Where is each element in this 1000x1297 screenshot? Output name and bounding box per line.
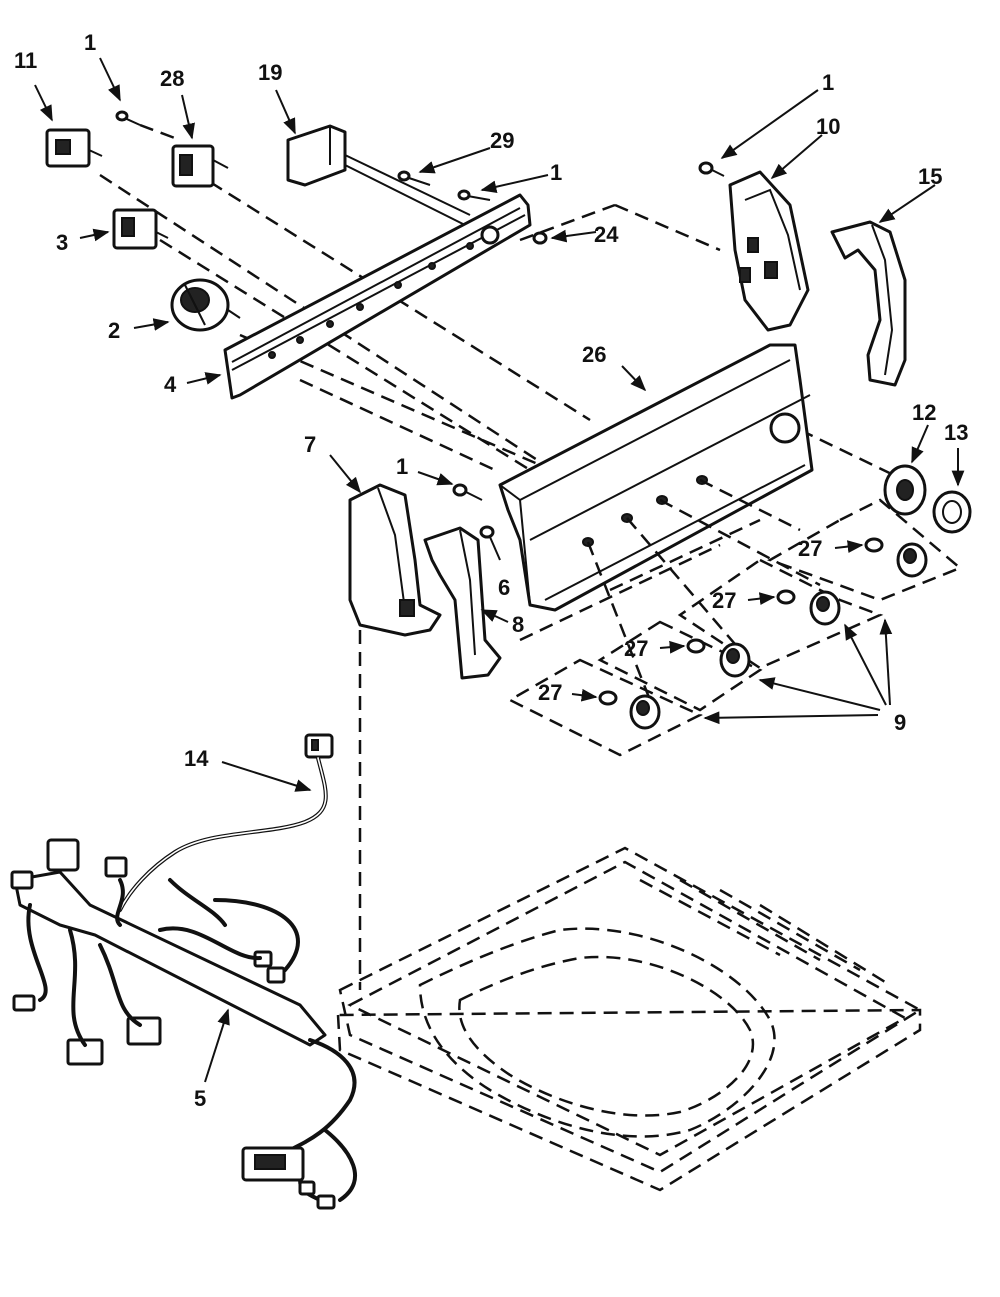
part-24-screw: 24 <box>532 222 619 247</box>
callout-15: 15 <box>918 164 942 189</box>
callout-6: 6 <box>498 575 510 600</box>
callout-12: 12 <box>912 400 936 425</box>
part-9-knob-2 <box>809 590 841 626</box>
callout-26: 26 <box>582 342 606 367</box>
callout-7: 7 <box>304 432 316 457</box>
part-5-wire-harness: 5 <box>10 838 358 1210</box>
part-13-knob-cap: 13 <box>932 420 972 534</box>
callout-4: 4 <box>164 372 177 397</box>
callout-10: 10 <box>816 114 840 139</box>
part-27-spring-3: 27 <box>624 636 706 661</box>
callout-8: 8 <box>512 612 524 637</box>
callout-28: 28 <box>160 66 184 91</box>
part-12-knob-base: 12 <box>883 400 936 516</box>
part-29-screw: 29 <box>397 128 514 186</box>
part-1-screw-a: 1 <box>84 30 181 142</box>
callout-2: 2 <box>108 318 120 343</box>
part-1-screw-c: 1 <box>698 70 834 177</box>
callout-3: 3 <box>56 230 68 255</box>
callout-11: 11 <box>14 48 37 73</box>
callout-24: 24 <box>594 222 619 247</box>
part-1-screw-d: 1 <box>396 454 483 501</box>
washer-top-dashed <box>336 846 923 1192</box>
callout-27-a: 27 <box>798 536 822 561</box>
part-3-switch: 3 <box>56 208 169 255</box>
callout-9: 9 <box>894 710 906 735</box>
callout-1-b: 1 <box>550 160 562 185</box>
part-27-spring-2: 27 <box>712 588 796 613</box>
callout-29: 29 <box>490 128 514 153</box>
callout-27-b: 27 <box>712 588 736 613</box>
callout-27-d: 27 <box>538 680 562 705</box>
callout-5: 5 <box>194 1086 206 1111</box>
callout-27-c: 27 <box>624 636 648 661</box>
part-19-timer: 19 <box>258 60 471 226</box>
callout-14: 14 <box>184 746 209 771</box>
part-8-endcap: 8 <box>423 526 524 680</box>
part-11-switch: 11 <box>14 48 103 168</box>
part-9-knob-3 <box>719 642 751 678</box>
part-1-screw-b: 1 <box>457 160 562 201</box>
callout-1-a: 1 <box>84 30 96 55</box>
part-4-panel-bracket: 4 <box>164 193 532 400</box>
part-14-power-cord: 14 <box>118 733 334 912</box>
callout-1-d: 1 <box>396 454 408 479</box>
part-7-endcap: 7 <box>304 432 442 637</box>
callout-1-c: 1 <box>822 70 834 95</box>
part-9-knob-1 <box>896 542 928 578</box>
alignment-lines <box>99 173 901 990</box>
part-27-spring-1: 27 <box>798 536 884 561</box>
part-9-knob-4 <box>629 694 661 730</box>
callout-13: 13 <box>944 420 968 445</box>
part-2-selector: 2 <box>108 278 241 343</box>
part-15-endcap: 15 <box>830 164 942 387</box>
part-28-switch: 28 <box>160 66 229 188</box>
part-6-screw: 6 <box>479 525 510 600</box>
callout-19: 19 <box>258 60 282 85</box>
part-27-spring-4: 27 <box>538 680 618 706</box>
part-10-endcap: 10 <box>728 114 840 332</box>
callout-9-leaders: 9 <box>703 618 906 735</box>
